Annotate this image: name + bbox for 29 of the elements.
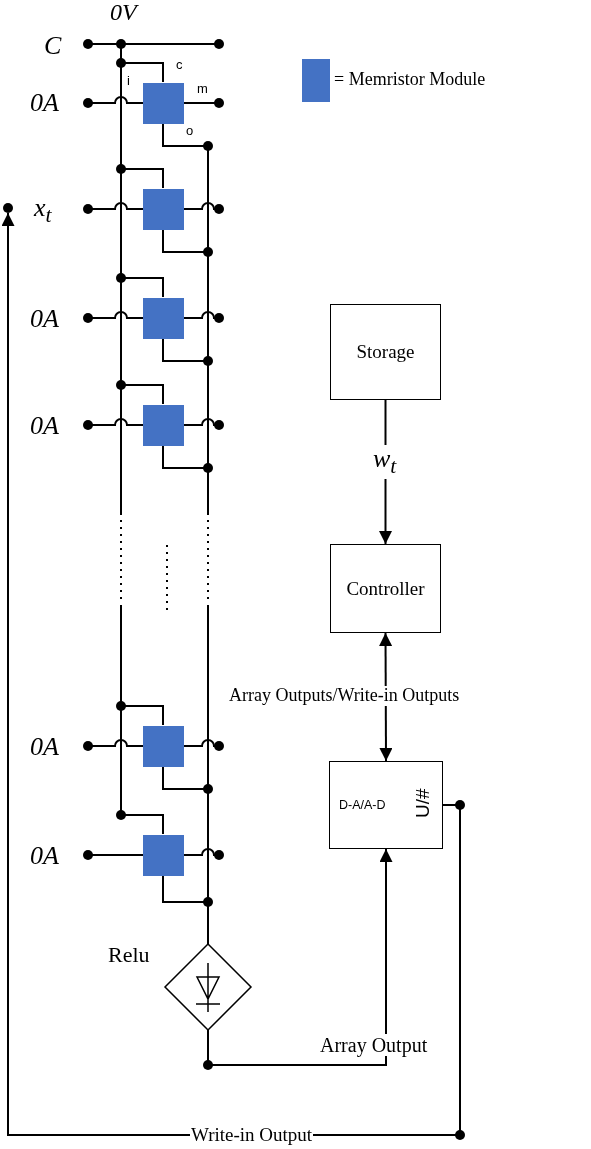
relu-diamond [165, 944, 251, 1030]
terminal-label: 0A [30, 90, 59, 116]
terminal-label: 0A [30, 413, 59, 439]
edge-label: Array Outputs/Write-in Outputs [228, 686, 461, 706]
terminal-label: 0V [110, 0, 137, 24]
converter-box [329, 761, 443, 849]
edge-label: Array Output [319, 1034, 429, 1056]
pin-label: c [176, 58, 183, 71]
box-label: Controller [346, 577, 425, 600]
edge-label: Write-in Output [190, 1125, 314, 1146]
terminal-dot [3, 203, 13, 213]
connector-arrow [207, 848, 393, 1066]
terminal-label: 0A [30, 306, 59, 332]
box-label: Storage [356, 341, 415, 363]
legend-label: = Memristor Module [334, 70, 486, 88]
terminal-label: C [44, 33, 62, 59]
terminal-label: 0A [30, 734, 59, 760]
pin-label: m [197, 82, 208, 95]
terminal-label: 0A [30, 843, 59, 869]
rotated-label: U/# [412, 788, 434, 818]
box-label: D-A/A-D [339, 798, 386, 812]
connector-arrow [1, 212, 461, 1136]
pin-label: o [186, 124, 194, 137]
terminal-label: x$_{t}$ [34, 195, 52, 227]
node-caption: Relu [108, 944, 150, 966]
process-box [330, 544, 441, 633]
process-box [330, 304, 441, 400]
edge-label: w$_{t}$ [372, 445, 398, 479]
pin-label: i [127, 74, 130, 87]
